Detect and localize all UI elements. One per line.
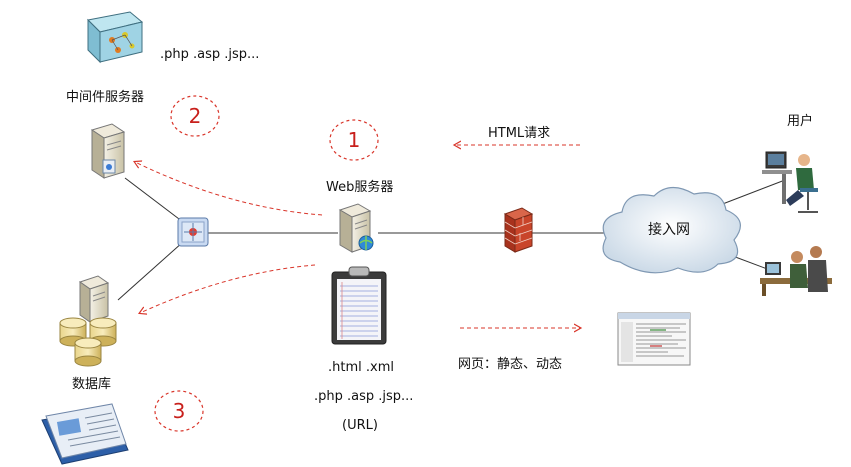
user-computer-icon — [762, 151, 818, 213]
database-cylinders-icon — [59, 317, 117, 367]
link-network-user1 — [719, 179, 786, 206]
webpage-screenshot-icon — [617, 312, 691, 366]
firewall-icon — [503, 207, 534, 253]
middleware-ext-label: .php .asp .jsp... — [160, 47, 260, 62]
web-files-line2: .php .asp .jsp... — [314, 389, 414, 404]
arrow-to-middleware — [135, 162, 323, 216]
step-circle-3 — [154, 390, 204, 432]
access-network-label: 接入网 — [648, 222, 690, 238]
link-switch-middleware — [124, 177, 184, 223]
access-network-cloud-icon — [602, 186, 741, 274]
dashed-arrows — [135, 145, 580, 328]
database-label: 数据库 — [72, 377, 112, 392]
link-network-user2 — [729, 254, 771, 271]
middleware-cube-icon — [86, 11, 144, 64]
network-switch-icon — [177, 217, 209, 247]
web-server-icon — [338, 203, 374, 253]
middleware-server-label: 中间件服务器 — [66, 90, 145, 105]
user-label: 用户 — [787, 114, 814, 129]
step-number-1: 1 — [347, 128, 361, 152]
clipboard-document-icon — [331, 266, 387, 345]
step-circles — [154, 95, 379, 432]
arrow-to-database — [140, 264, 316, 313]
database-server-icon — [78, 275, 110, 323]
newspaper-icon — [41, 403, 129, 465]
users-group-icon — [760, 246, 832, 296]
html-request-label: HTML请求 — [488, 126, 551, 141]
step-circle-1 — [329, 119, 379, 161]
link-switch-database — [117, 241, 184, 301]
step-number-3: 3 — [172, 399, 186, 423]
web-files-line1: .html .xml — [328, 360, 394, 375]
connection-lines — [117, 177, 786, 301]
url-label: (URL) — [342, 418, 378, 433]
web-page-label: 网页：静态、动态 — [458, 357, 563, 372]
step-number-2: 2 — [188, 104, 202, 128]
middleware-server-icon — [90, 123, 126, 179]
web-server-label: Web服务器 — [326, 180, 394, 195]
step-circle-2 — [170, 95, 220, 137]
